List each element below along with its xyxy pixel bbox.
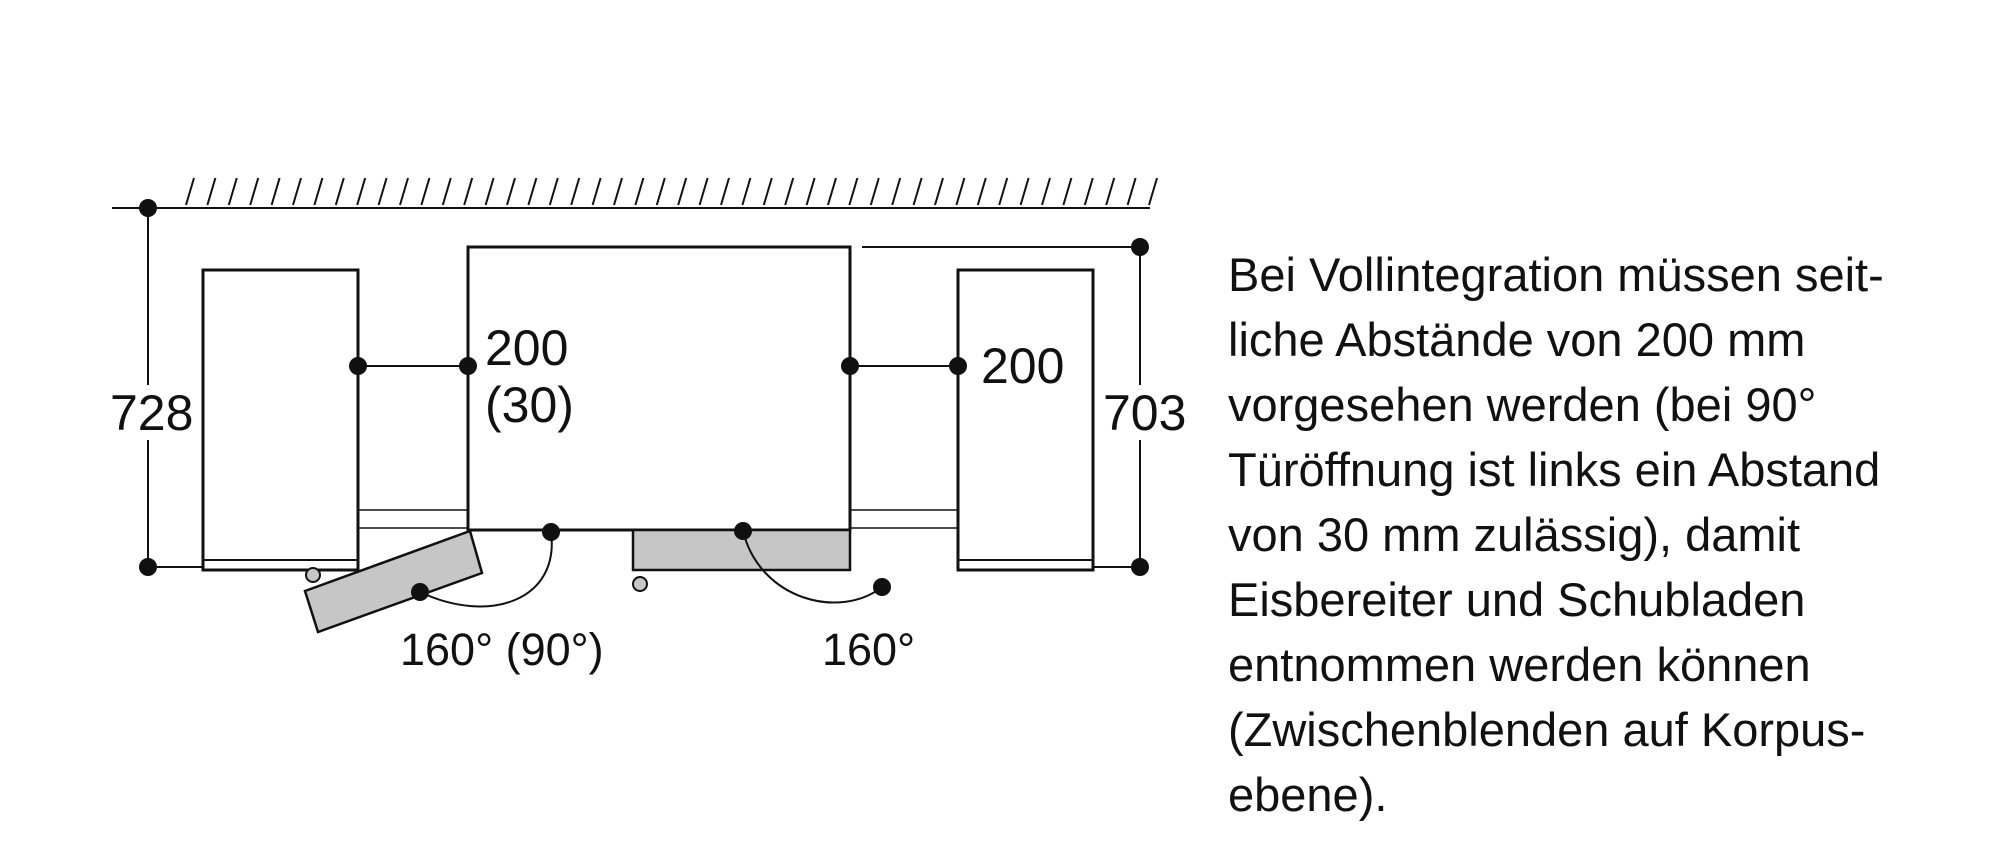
hatch-stroke xyxy=(270,177,281,206)
hatch-stroke xyxy=(313,177,324,206)
hatch-stroke xyxy=(869,177,880,206)
dimension-dots xyxy=(139,199,1149,601)
note-line: Bei Vollintegration müssen seit- xyxy=(1228,248,1884,301)
hatch-stroke xyxy=(185,177,195,206)
hatch-stroke xyxy=(720,177,730,206)
hatch-stroke xyxy=(848,177,859,206)
left-cabinet xyxy=(201,268,360,572)
hatch-stroke xyxy=(827,177,837,206)
left-swing-arc xyxy=(419,531,553,608)
left-depth-dimension xyxy=(147,208,203,568)
left-hinge-circle xyxy=(305,567,321,583)
hatch-stroke xyxy=(1019,177,1030,206)
hatch-stroke xyxy=(227,177,238,206)
right-door-angle-label: 160° xyxy=(822,624,915,675)
hatch-stroke xyxy=(891,177,902,206)
right-depth-label: 703 xyxy=(1103,385,1186,441)
hatch-stroke xyxy=(506,177,516,206)
note-line: von 30 mm zulässig), damit xyxy=(1228,508,1801,561)
hatch-stroke xyxy=(570,177,581,206)
hatch-stroke xyxy=(249,177,260,206)
hatch-stroke xyxy=(377,177,388,206)
note-line: vorgesehen werden (bei 90° xyxy=(1228,378,1817,431)
hatch-stroke xyxy=(912,177,923,206)
right-swing-arc xyxy=(742,530,883,604)
hatch-stroke xyxy=(1062,177,1073,206)
hatch-stroke xyxy=(934,177,944,206)
hatch-stroke xyxy=(484,177,495,206)
hatch-stroke xyxy=(463,177,474,206)
hatch-stroke xyxy=(955,177,966,206)
hatch-stroke xyxy=(441,177,452,206)
hatch-stroke xyxy=(655,177,666,206)
hatch-stroke xyxy=(527,177,538,206)
hatch-stroke xyxy=(292,177,302,206)
hatch-stroke xyxy=(1105,177,1116,206)
hatch-stroke xyxy=(206,177,217,206)
hatch-stroke xyxy=(784,177,795,206)
note-line: (Zwischenblenden auf Korpus- xyxy=(1228,703,1866,756)
hatch-stroke xyxy=(677,177,688,206)
note-line: entnommen werden können xyxy=(1228,638,1811,691)
hatch-stroke xyxy=(399,177,409,206)
hatch-stroke xyxy=(1083,177,1094,206)
hatch-stroke xyxy=(591,177,602,206)
installation-note: Bei Vollintegration müssen seit- liche A… xyxy=(1228,242,1988,827)
hatch-stroke xyxy=(1126,177,1137,206)
note-line: liche Abstände von 200 mm xyxy=(1228,313,1806,366)
hatch-stroke xyxy=(976,177,987,206)
right-gap-label: 200 xyxy=(981,338,1064,394)
hatch-stroke xyxy=(698,177,709,206)
right-cabinet xyxy=(956,268,1095,572)
hatch-stroke xyxy=(356,177,367,206)
left-depth-label: 728 xyxy=(110,385,193,441)
hatch-stroke xyxy=(613,177,623,206)
hatch-stroke xyxy=(548,177,559,206)
hatch-stroke xyxy=(1148,177,1158,206)
hatch-stroke xyxy=(805,177,816,206)
hatch-stroke xyxy=(762,177,773,206)
hatch-stroke xyxy=(998,177,1009,206)
note-line: Eisbereiter und Schubladen xyxy=(1228,573,1806,626)
note-line: Türöffnung ist links ein Abstand xyxy=(1228,443,1881,496)
right-depth-dimension xyxy=(862,246,1141,568)
left-gap-alt-label: (30) xyxy=(485,377,574,433)
left-door xyxy=(303,529,484,634)
wall-hatching xyxy=(185,177,1158,206)
note-line: ebene). xyxy=(1228,768,1388,821)
filler-panels xyxy=(358,509,958,529)
left-door-angle-label: 160° (90°) xyxy=(400,624,604,675)
left-gap-label: 200 xyxy=(485,320,568,376)
hatch-stroke xyxy=(634,177,645,206)
right-hinge-circle xyxy=(632,576,648,592)
hatch-stroke xyxy=(741,177,752,206)
hatch-stroke xyxy=(1041,177,1051,206)
hatch-stroke xyxy=(420,177,431,206)
hatch-stroke xyxy=(334,177,345,206)
